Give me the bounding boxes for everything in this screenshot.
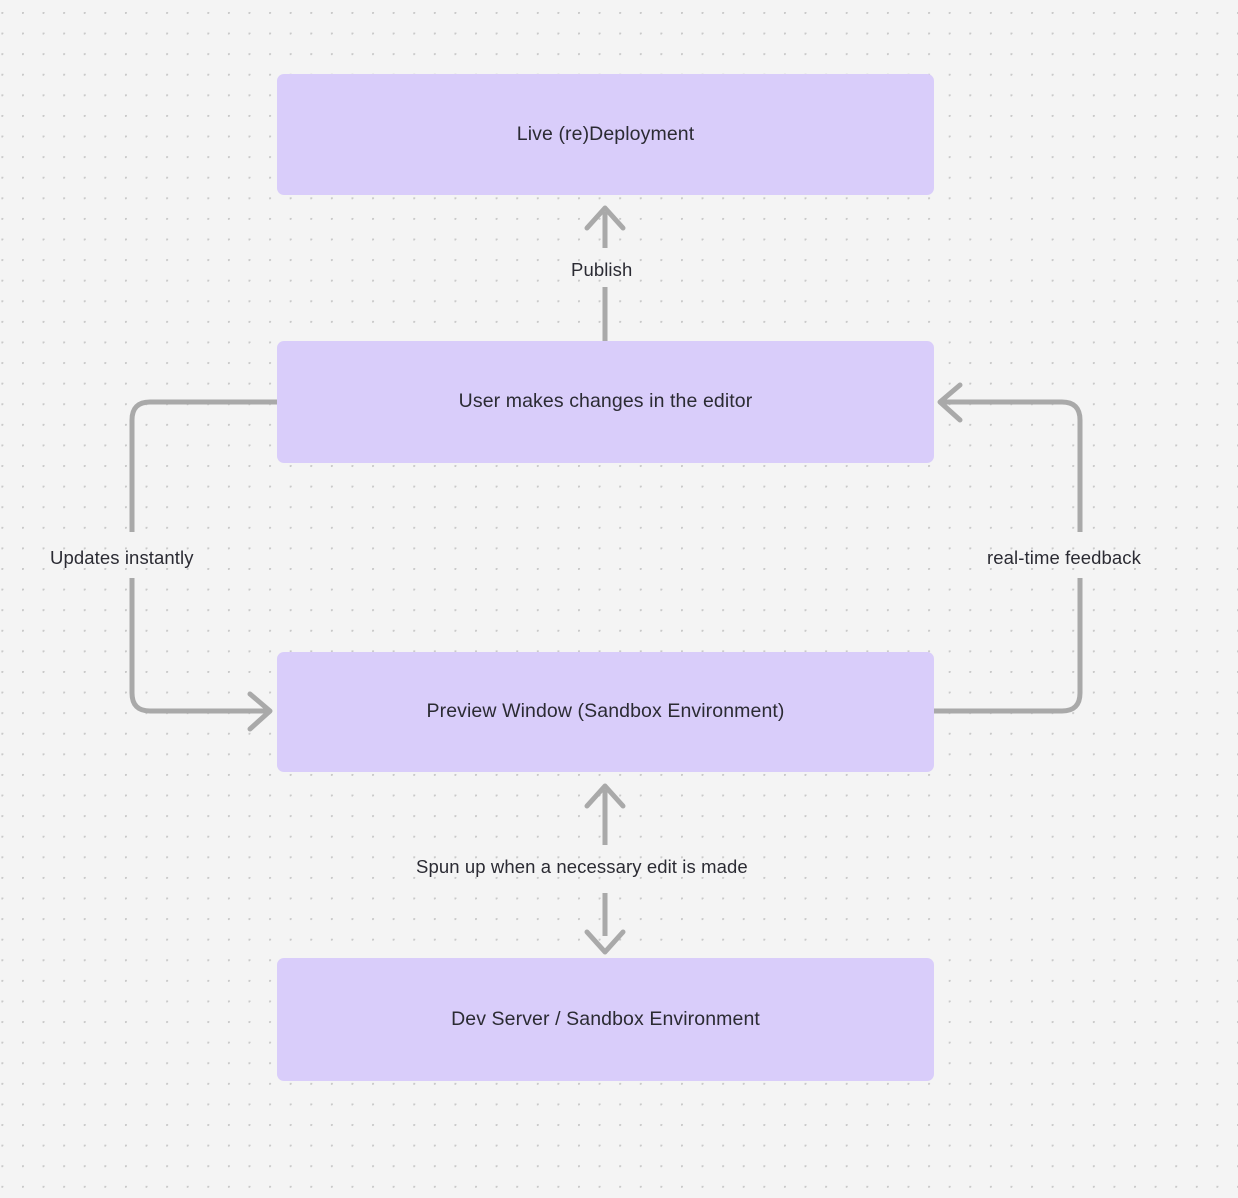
node-user-changes[interactable]: User makes changes in the editor [277,341,934,463]
edge-label-spun-up: Spun up when a necessary edit is made [416,856,748,877]
edge-label-publish: Publish [571,259,633,280]
node-dev-server-label: Dev Server / Sandbox Environment [451,1007,760,1030]
node-preview-window-label: Preview Window (Sandbox Environment) [426,700,785,723]
arrowhead-right-updates [247,691,273,732]
arrowhead-down-spunup [584,929,626,955]
node-live-deployment[interactable]: Live (re)Deployment [277,74,934,195]
edge-label-updates-instantly: Updates instantly [50,547,194,568]
node-live-deployment-label: Live (re)Deployment [516,122,695,145]
arrowhead-left-feedback [937,382,963,423]
edge-label-real-time-feedback: real-time feedback [987,547,1141,568]
node-dev-server[interactable]: Dev Server / Sandbox Environment [277,958,934,1081]
node-user-changes-label: User makes changes in the editor [458,390,753,413]
arrowhead-up-publish [584,205,626,231]
arrowhead-up-spunup [584,783,626,809]
node-preview-window[interactable]: Preview Window (Sandbox Environment) [277,652,934,772]
